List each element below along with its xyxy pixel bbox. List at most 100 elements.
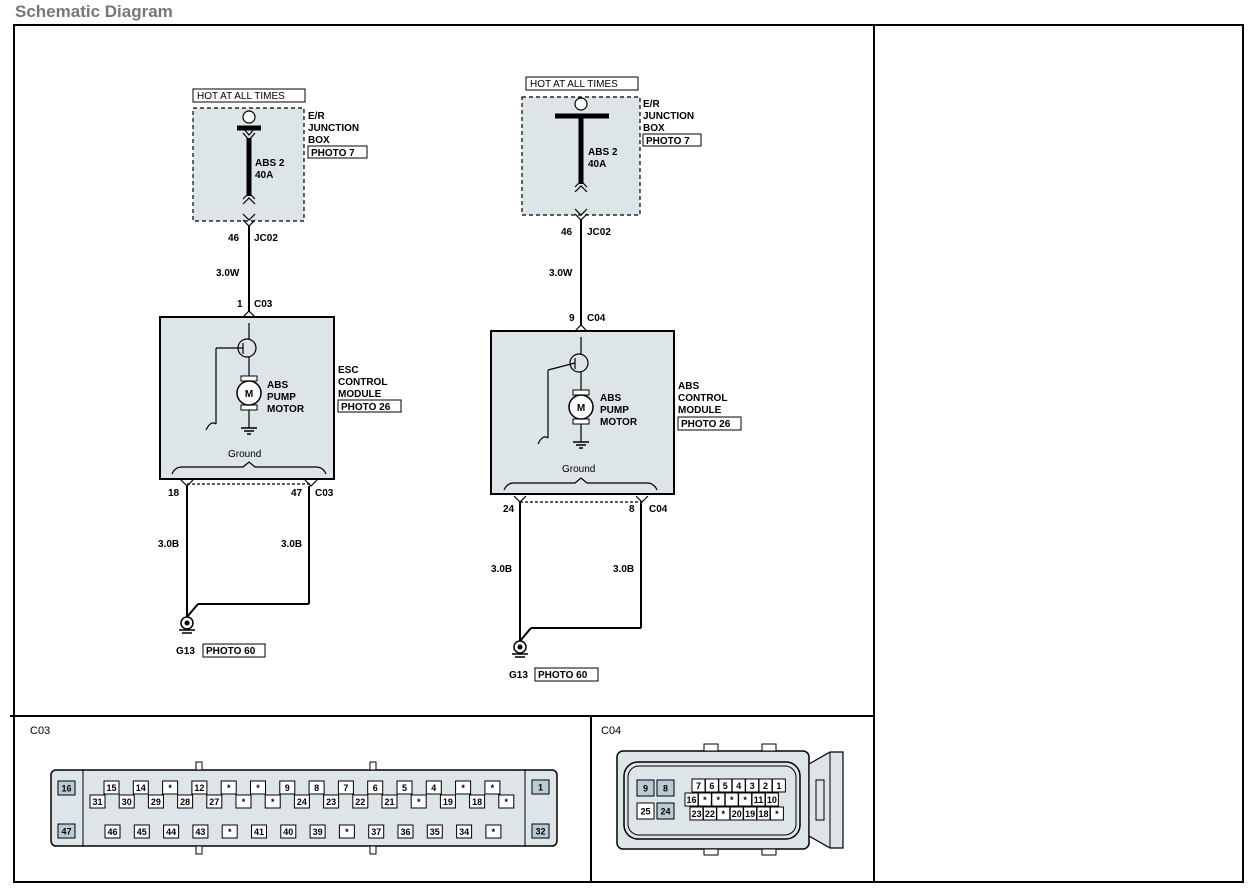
c03-pin: 23	[323, 794, 340, 809]
svg-text:43: 43	[195, 827, 205, 837]
module-pin: 9	[569, 313, 575, 324]
c03-pin: 22	[352, 794, 369, 809]
c03-pin: 8	[308, 780, 325, 795]
motor-label-3: MOTOR	[600, 417, 638, 428]
c04-pin: *	[716, 806, 731, 821]
c03-pin: 31	[89, 794, 106, 809]
module-photo: PHOTO 26	[681, 419, 731, 430]
svg-text:23: 23	[326, 797, 336, 807]
c04-pin: 23	[689, 806, 704, 821]
c04-pin: 1	[771, 778, 786, 793]
c03-pin: 6	[367, 780, 384, 795]
c03-pin: *	[162, 780, 179, 795]
c03-pin: 16	[57, 780, 76, 796]
motor-label-1: ABS	[600, 393, 621, 404]
c04-pin: 8	[656, 779, 675, 797]
c03-pin: 19	[439, 794, 456, 809]
svg-text:*: *	[730, 795, 734, 805]
c04-pin: 16	[684, 792, 699, 807]
svg-text:44: 44	[166, 827, 176, 837]
svg-text:25: 25	[640, 807, 650, 817]
svg-text:16: 16	[61, 784, 71, 794]
frame	[10, 24, 1244, 883]
svg-text:*: *	[242, 797, 246, 807]
ground-photo: PHOTO 60	[206, 646, 256, 657]
svg-text:*: *	[505, 797, 509, 807]
c03-pin: 28	[177, 794, 194, 809]
svg-text:18: 18	[472, 797, 482, 807]
c03-pin: 34	[456, 824, 473, 839]
svg-text:*: *	[228, 827, 232, 837]
c03-pin: *	[485, 824, 502, 839]
svg-text:22: 22	[355, 797, 365, 807]
svg-text:7: 7	[343, 783, 348, 793]
c03-pin: 43	[192, 824, 209, 839]
right-circuit: HOT AT ALL TIMES ABS 2 40A E/R JUNCTION …	[490, 76, 742, 682]
svg-text:41: 41	[254, 827, 264, 837]
svg-text:12: 12	[194, 783, 204, 793]
ground-pin-left: 18	[168, 488, 180, 499]
module-pin: 1	[237, 299, 243, 310]
junction-photo: PHOTO 7	[311, 148, 355, 159]
c03-pin: 5	[396, 780, 413, 795]
c03-pin: 47	[57, 823, 76, 839]
svg-text:5: 5	[723, 781, 728, 791]
c03-pin: 29	[147, 794, 164, 809]
svg-text:47: 47	[61, 827, 71, 837]
motor-symbol: M	[577, 403, 585, 414]
ground-connector: C03	[315, 488, 334, 499]
c04-pin: 9	[636, 779, 655, 797]
page-title: Schematic Diagram	[15, 2, 173, 21]
svg-text:36: 36	[400, 827, 410, 837]
c04-pin: *	[711, 792, 726, 807]
svg-text:7: 7	[696, 781, 701, 791]
svg-text:21: 21	[384, 797, 394, 807]
c03-pin: 41	[251, 824, 267, 839]
ground-id: G13	[509, 670, 528, 681]
c03-pin: 18	[469, 794, 486, 809]
wire-top-label: 3.0W	[549, 268, 573, 279]
c03-pin: 46	[104, 824, 121, 839]
module-label-1: ESC	[338, 365, 359, 376]
fuse-rating: 40A	[255, 170, 273, 181]
svg-text:28: 28	[180, 797, 190, 807]
motor-label-1: ABS	[267, 380, 288, 391]
svg-text:45: 45	[137, 827, 147, 837]
motor-label-2: PUMP	[267, 392, 296, 403]
c04-pin: 7	[691, 778, 706, 793]
svg-text:4: 4	[431, 783, 436, 793]
module-label-3: MODULE	[678, 405, 722, 416]
svg-text:*: *	[492, 827, 496, 837]
svg-text:3: 3	[750, 781, 755, 791]
svg-text:34: 34	[459, 827, 469, 837]
svg-text:*: *	[168, 783, 172, 793]
jc-connector: JC02	[587, 227, 611, 238]
svg-text:8: 8	[314, 783, 319, 793]
junction-label-1: E/R	[643, 99, 660, 110]
ground-pin-right: 47	[291, 488, 303, 499]
c03-title: C03	[30, 725, 50, 737]
c03-pin: 15	[103, 780, 120, 795]
c03-pin: 12	[191, 780, 208, 795]
c03-pin: *	[250, 780, 266, 795]
motor-label-2: PUMP	[600, 405, 629, 416]
junction-label-3: BOX	[643, 123, 665, 134]
module-photo: PHOTO 26	[341, 402, 391, 413]
c03-pin: 36	[397, 824, 414, 839]
c03-pin: 9	[279, 780, 296, 795]
svg-text:*: *	[703, 795, 707, 805]
c03-pin: 14	[132, 780, 149, 795]
pump-motor-symbol	[236, 380, 262, 406]
c03-pin: 45	[133, 824, 150, 839]
svg-text:1: 1	[538, 783, 543, 793]
c03-pin: 35	[426, 824, 443, 839]
module-label-1: ABS	[678, 381, 699, 392]
svg-text:11: 11	[754, 795, 764, 805]
jc-pin: 46	[228, 233, 240, 244]
wire-left-label: 3.0B	[158, 539, 179, 550]
c03-pin: *	[484, 780, 501, 795]
c04-pin: 25	[636, 802, 655, 820]
module-connector: C04	[587, 313, 606, 324]
svg-text:1: 1	[776, 781, 781, 791]
